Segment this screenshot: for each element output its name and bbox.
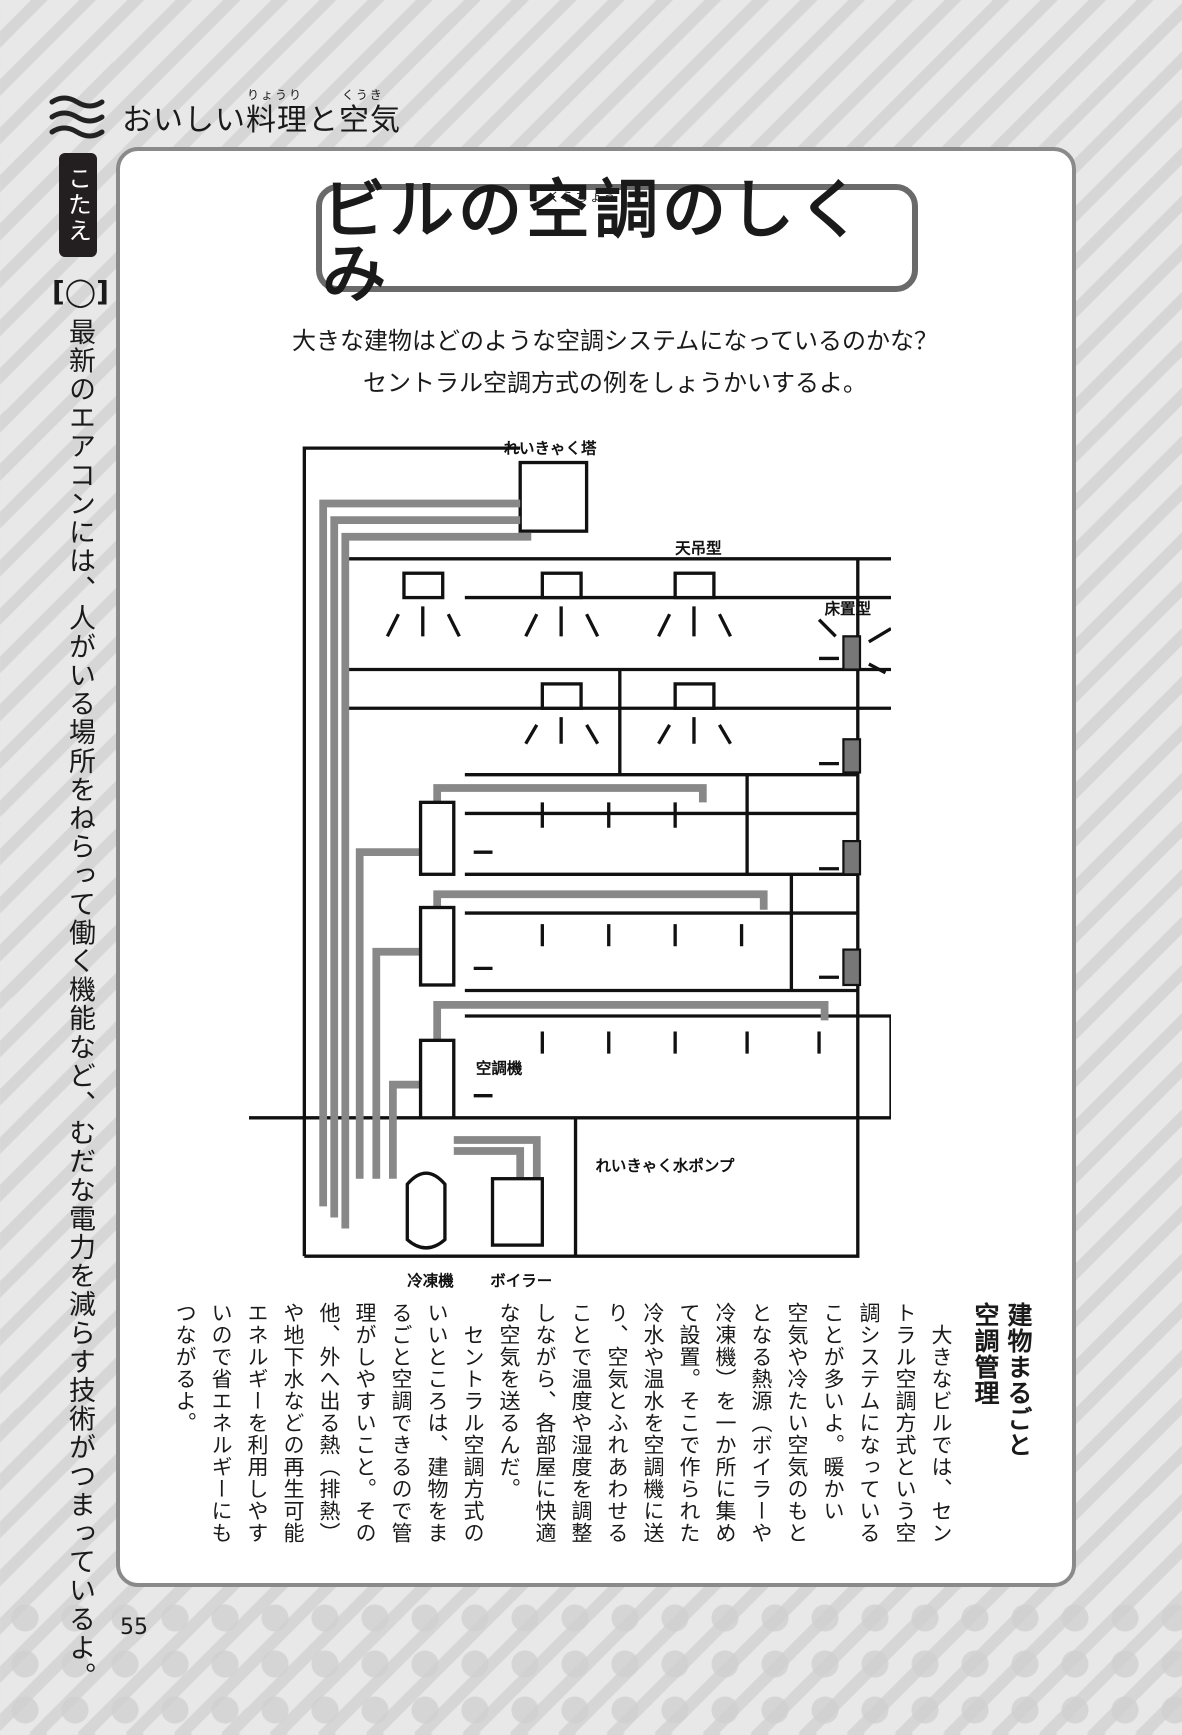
article-line: 調システムになっている <box>857 1302 881 1544</box>
article-line: セントラル空調方式の <box>461 1302 485 1544</box>
article-line: いいところは、建物をま <box>425 1302 449 1544</box>
article-line: ことが多いよ。暖かい <box>821 1302 845 1522</box>
building-hvac-diagram: れいきゃく塔 天吊型 床置型 排気 外気 空調機 れいきゃく水ポンプ 冷凍機 ボ… <box>249 439 891 1290</box>
intro-line-1: 大きな建物はどのような空調システムになっているのかな？ <box>291 327 939 355</box>
article-line: トラル空調方式という空 <box>893 1302 917 1544</box>
page-number: 55 <box>120 1615 148 1640</box>
article-line: り、空気とふれあわせる <box>605 1302 629 1544</box>
ruby: くうき <box>342 88 384 102</box>
article-line: 理がしやすいこと。その <box>353 1302 377 1544</box>
article-line: エネルギーを利用しやす <box>245 1302 269 1544</box>
label-pump: れいきゃく水ポンプ <box>595 1156 734 1175</box>
dot-pattern <box>0 1595 1182 1735</box>
label-ceiling-type: 天吊型 <box>675 539 722 557</box>
article-line: 冷凍機）を一か所に集め <box>713 1302 737 1544</box>
label-air-handler: 空調機 <box>476 1059 523 1078</box>
article-line: ことで温度や湿度を調整 <box>569 1302 593 1544</box>
wave-icon <box>49 95 105 139</box>
article-line: や地下水などの再生可能 <box>281 1302 305 1544</box>
label-floor-type: 床置型 <box>825 599 872 618</box>
article-line: つながるよ。 <box>173 1302 197 1434</box>
intro-line-2: セントラル空調方式の例をしょうかいするよ。 <box>363 369 867 397</box>
answer-explanation: 最新のエアコンには、人がいる場所をねらって働く機能など、むだな電力を減らす技術が… <box>64 318 95 1691</box>
article-title: 空調管理 <box>971 1302 1000 1406</box>
article-line: るごと空調できるので管 <box>389 1302 413 1544</box>
label-chiller: 冷凍機 <box>407 1271 454 1290</box>
article-line: 他、外へ出る熱（排熱） <box>317 1302 341 1544</box>
article-line: な空気を送るんだ。 <box>497 1302 521 1500</box>
answer-mark: [◯] <box>52 275 109 308</box>
page-title: ビルの空調のしくみ <box>316 179 918 307</box>
page-title-text: ビルの空調のしくみ <box>322 174 866 312</box>
chapter-title: おいしい料理と空気 <box>122 103 401 138</box>
article: 建物まるごと 空調管理 大きなビルでは、セン トラル空調方式という空 調システム… <box>150 1302 1035 1564</box>
article-line: 空気や冷たい空気のもと <box>785 1302 809 1544</box>
ruby: りょうり <box>247 88 304 102</box>
article-line: 冷水や温水を空調機に送 <box>641 1302 665 1544</box>
article-line: て設置。そこで作られた <box>677 1302 701 1544</box>
article-title: 建物まるごと <box>1004 1302 1033 1458</box>
article-line: 大きなビルでは、セン <box>929 1302 953 1544</box>
label-boiler: ボイラー <box>490 1272 552 1290</box>
article-line: いので省エネルギーにも <box>209 1302 233 1544</box>
article-line: しながら、各部屋に快適 <box>533 1302 557 1544</box>
article-line: となる熱源（ボイラーや <box>749 1302 773 1544</box>
label-cooling-tower: れいきゃく塔 <box>504 439 597 458</box>
ruby: くうちょう <box>548 190 618 204</box>
answer-badge: こたえ <box>59 153 97 257</box>
spacer <box>959 1302 969 1564</box>
content-frame <box>116 147 1076 1587</box>
